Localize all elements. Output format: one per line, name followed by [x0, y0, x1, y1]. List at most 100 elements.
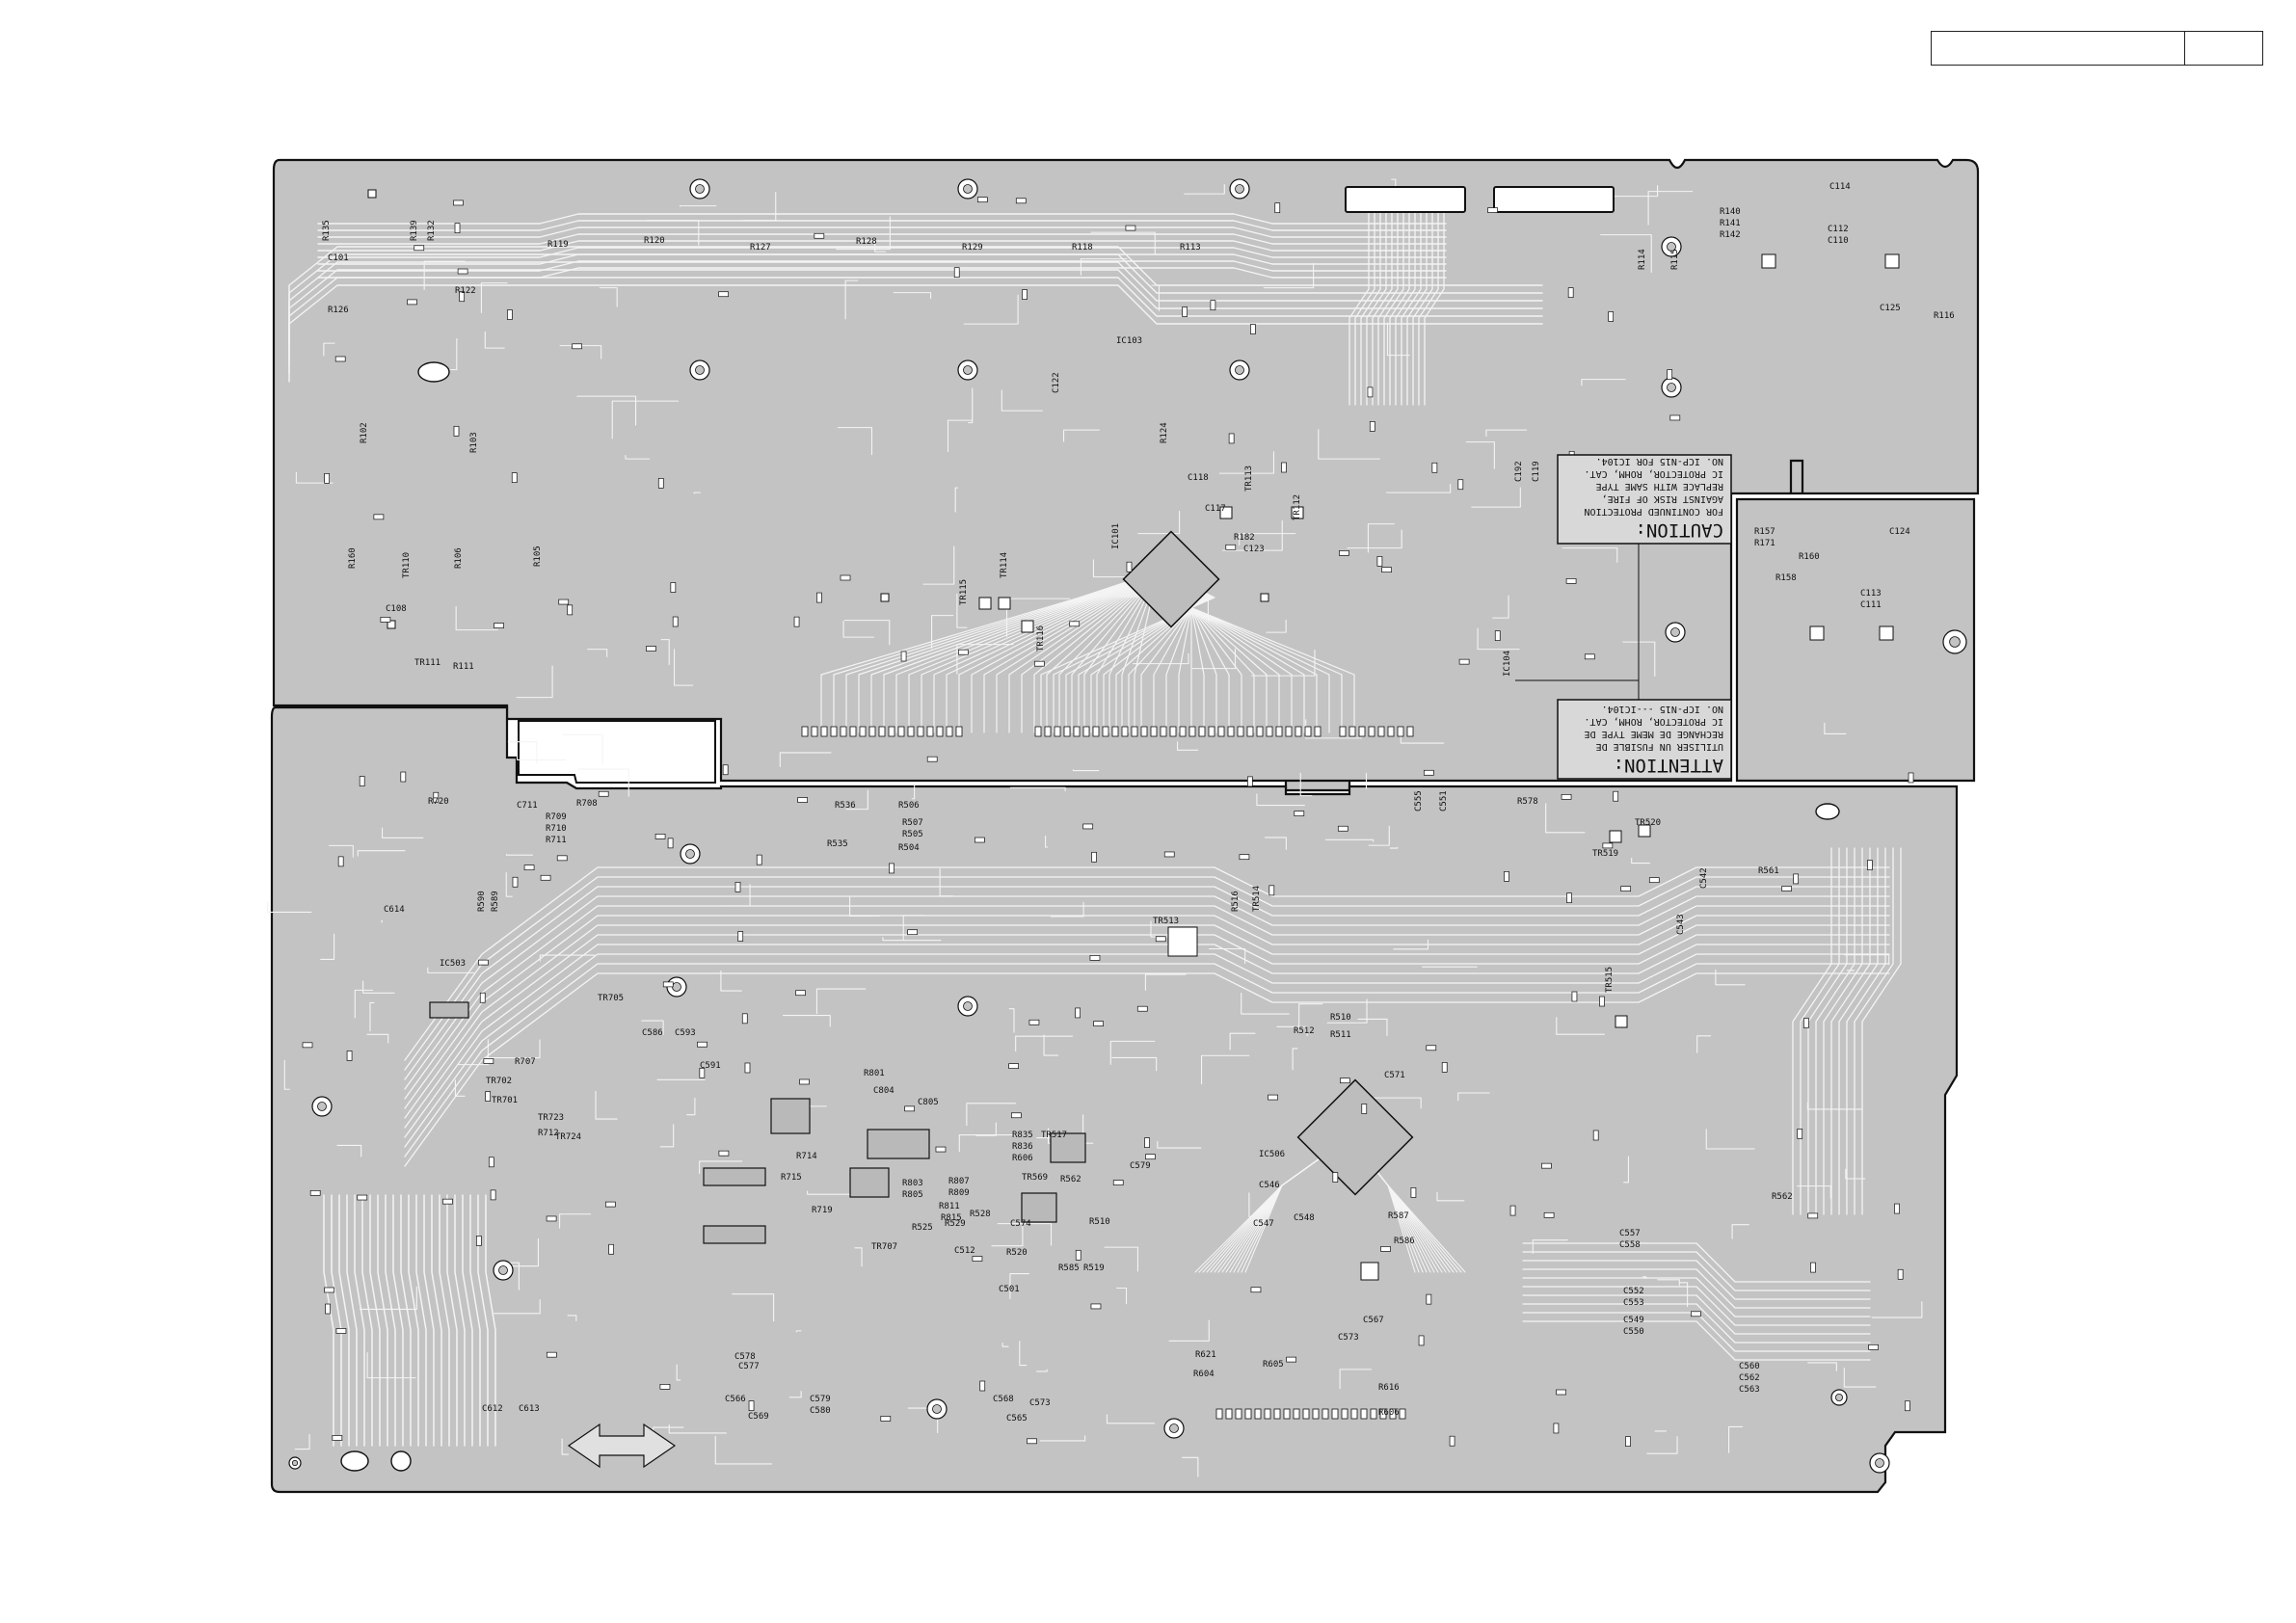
- trace: [1366, 192, 1387, 406]
- trace: [457, 1039, 489, 1066]
- smd-chip: [816, 592, 822, 603]
- trace: [1401, 192, 1422, 406]
- smd-chip: [1091, 851, 1097, 863]
- part-label: R528: [970, 1210, 991, 1219]
- trace: [1191, 648, 1237, 670]
- trace: [1792, 847, 1832, 1215]
- trace: [317, 220, 1447, 231]
- smd-chip: [744, 1062, 751, 1074]
- pad: [1264, 1408, 1271, 1420]
- trace: [997, 1223, 1053, 1246]
- trace: [354, 1194, 365, 1447]
- mounting-hole-inner: [317, 1102, 327, 1111]
- pad: [1217, 726, 1225, 737]
- pad: [1348, 726, 1356, 737]
- trace: [454, 1194, 466, 1447]
- part-label: C553: [1623, 1298, 1644, 1308]
- part-label: TR110: [402, 552, 412, 578]
- trace: [331, 1194, 342, 1447]
- smd-chip: [1210, 300, 1216, 311]
- part-label: R506: [898, 801, 920, 811]
- trace: [625, 455, 651, 460]
- pad: [840, 726, 847, 737]
- trace: [720, 971, 742, 992]
- smd-chip: [654, 834, 666, 839]
- pad: [1244, 1408, 1252, 1420]
- smd-chip: [1089, 955, 1101, 961]
- pad: [1188, 726, 1196, 737]
- pad: [1198, 726, 1206, 737]
- pad: [1285, 726, 1293, 737]
- trace: [1144, 973, 1187, 992]
- pad: [1073, 726, 1081, 737]
- part-label: R510: [1089, 1217, 1110, 1227]
- smd-chip: [1090, 1303, 1102, 1310]
- trace: [423, 260, 466, 290]
- trace: [346, 1194, 358, 1447]
- transistor: [1219, 506, 1233, 519]
- part-label: C117: [1205, 504, 1226, 514]
- part-label: C512: [954, 1246, 975, 1256]
- trace: [1623, 1156, 1629, 1184]
- smd-chip: [567, 604, 574, 616]
- trace: [1389, 846, 1399, 849]
- trace: [1657, 1279, 1680, 1287]
- trace: [1436, 1191, 1465, 1202]
- part-label: R616: [1378, 1383, 1400, 1393]
- trace: [1184, 183, 1225, 195]
- trace: [317, 213, 1447, 225]
- connector-cn-top-right: [1493, 186, 1615, 213]
- pad: [1377, 726, 1385, 737]
- trace: [1861, 847, 1902, 1215]
- connector-cn-top-left: [1345, 186, 1466, 213]
- part-label: R512: [1294, 1026, 1315, 1036]
- part-label: C557: [1619, 1229, 1641, 1238]
- trace: [699, 1160, 743, 1174]
- part-label: R562: [1772, 1192, 1793, 1202]
- caution-notice: CAUTION: FOR CONTINUED PROTECTION AGAINS…: [1557, 454, 1732, 545]
- smd-chip: [889, 863, 894, 874]
- trace: [874, 240, 887, 253]
- trace: [1373, 1097, 1422, 1109]
- trace: [958, 1134, 1016, 1153]
- trace: [1471, 487, 1521, 508]
- smd-chip: [546, 1215, 557, 1222]
- part-label: R106: [454, 547, 464, 569]
- pad: [801, 726, 809, 737]
- trace: [1116, 1287, 1128, 1305]
- smd-chip: [935, 1146, 947, 1153]
- part-label: R119: [547, 240, 569, 250]
- smd-chip: [453, 425, 460, 437]
- smd-chip: [672, 616, 679, 627]
- trace: [845, 789, 868, 811]
- smd-chip: [540, 874, 551, 881]
- trace: [1696, 1035, 1712, 1053]
- transistor: [998, 597, 1011, 610]
- part-label: C566: [725, 1395, 746, 1404]
- part-label: TR517: [1041, 1131, 1067, 1140]
- smd-chip: [880, 1416, 892, 1422]
- trace: [486, 1039, 541, 1059]
- trace: [423, 1194, 435, 1447]
- trace: [1360, 192, 1381, 406]
- smd-chip: [1868, 1344, 1879, 1350]
- pad: [1360, 1408, 1368, 1420]
- cutout-left: [518, 720, 716, 784]
- trace: [842, 621, 875, 638]
- smd-chip: [1367, 386, 1374, 398]
- smd-chip: [1380, 1246, 1391, 1252]
- smd-chip: [734, 882, 741, 892]
- smd-chip: [1625, 1436, 1631, 1447]
- part-label: C578: [734, 1352, 756, 1362]
- trace: [1109, 1040, 1156, 1065]
- smd-chip: [1426, 1045, 1437, 1051]
- trace: [1600, 234, 1652, 273]
- part-label: C122: [1052, 372, 1061, 393]
- part-label: R605: [1263, 1360, 1284, 1370]
- smd-chip: [334, 356, 346, 362]
- slot: [340, 1450, 369, 1472]
- smd-chip: [1125, 225, 1136, 231]
- smd-chip: [1457, 479, 1464, 491]
- trace: [939, 868, 953, 897]
- smd-chip: [1225, 544, 1237, 550]
